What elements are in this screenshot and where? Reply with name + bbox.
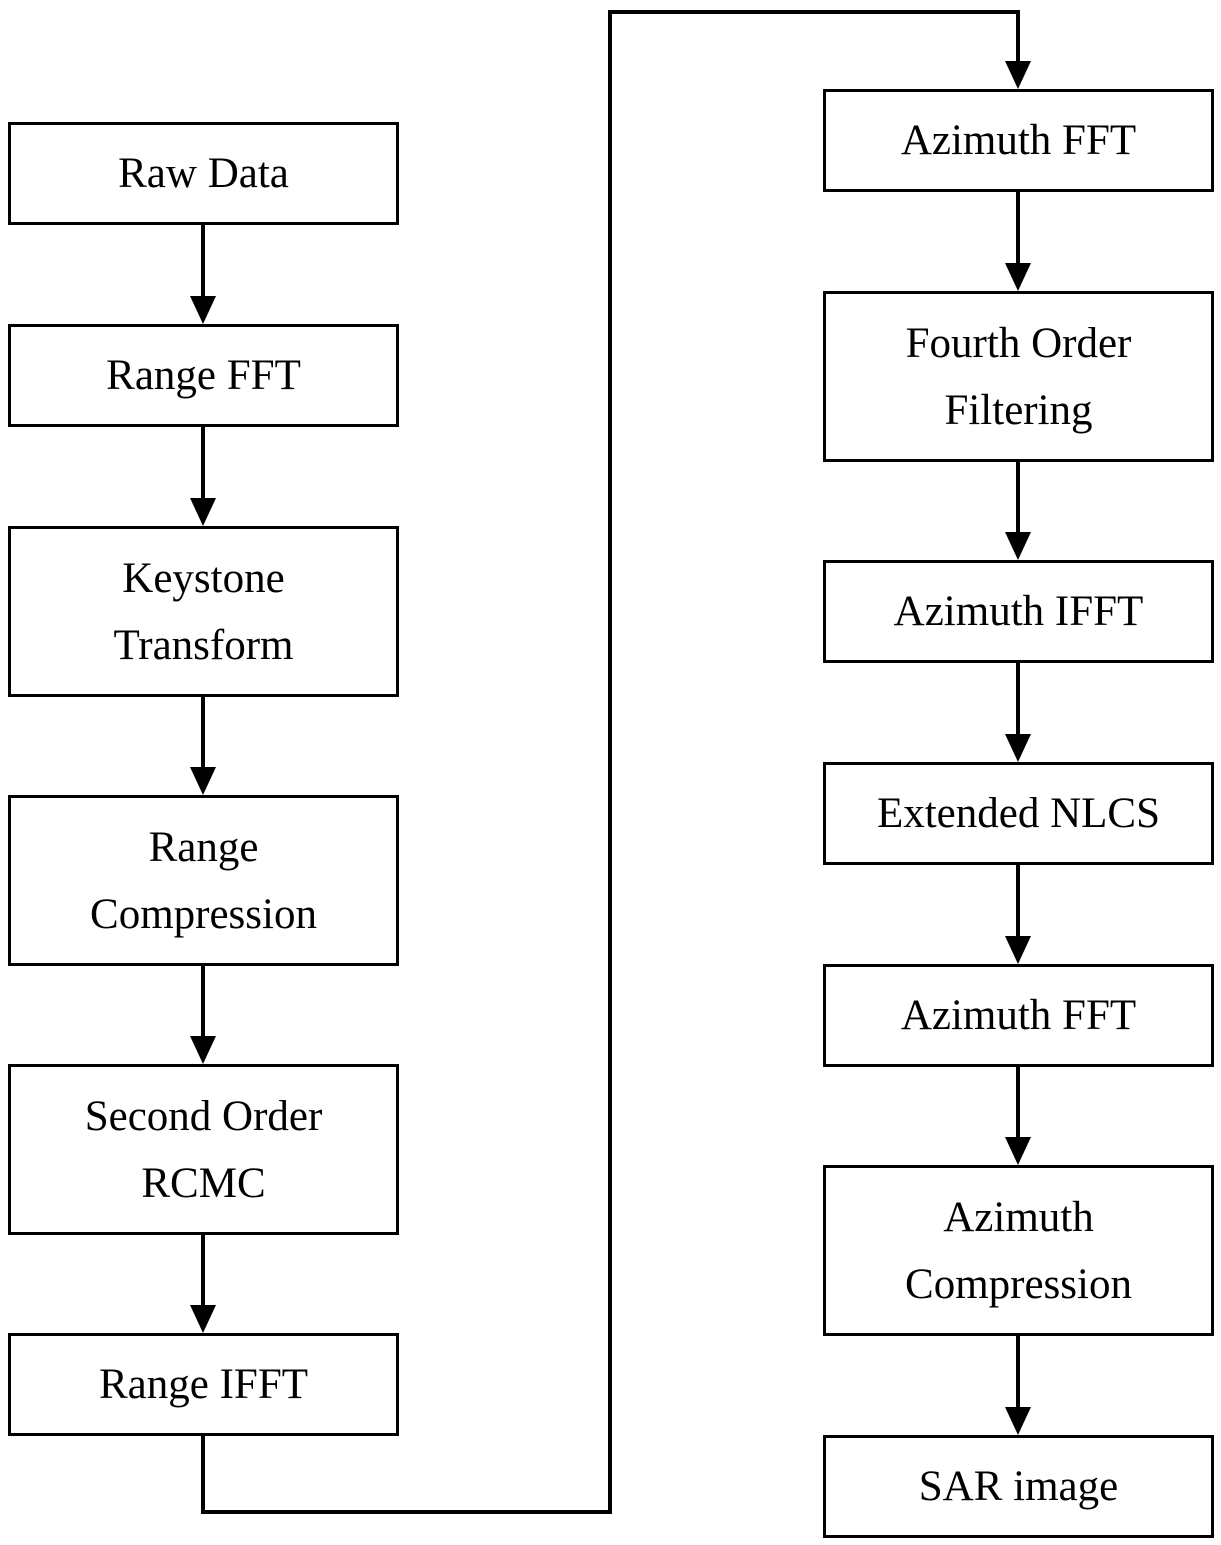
process-box-label-line: Raw Data: [118, 150, 289, 197]
process-box-label-line: Fourth Order: [905, 319, 1132, 367]
process-box-label-line: Azimuth: [943, 1193, 1094, 1241]
process-box-azimuth-ifft: Azimuth IFFT: [823, 560, 1214, 663]
arrow-right-2-arrowhead: [1005, 734, 1031, 762]
process-box-label-line: Range: [148, 823, 259, 871]
process-box-raw-data: Raw Data: [8, 122, 399, 225]
connector-left-to-right: [201, 10, 1020, 1514]
process-box-label: Azimuth IFFT: [894, 578, 1144, 645]
process-box-label-line: Filtering: [944, 386, 1093, 434]
arrow-left-2-arrowhead: [190, 767, 216, 795]
process-box-label: Extended NLCS: [877, 780, 1160, 847]
arrow-right-4-arrowhead: [1005, 1137, 1031, 1165]
process-box-azimuth-fft-2: Azimuth FFT: [823, 964, 1214, 1067]
process-box-azimuth-fft-1: Azimuth FFT: [823, 89, 1214, 192]
process-box-label-line: Transform: [113, 621, 294, 669]
process-box-label-line: Azimuth IFFT: [893, 588, 1144, 635]
arrow-left-1-arrowhead: [190, 498, 216, 526]
process-box-label-line: Compression: [90, 890, 317, 938]
process-box-label-line: SAR image: [918, 1463, 1119, 1510]
process-box-sar-image: SAR image: [823, 1435, 1214, 1538]
process-box-range-fft: Range FFT: [8, 324, 399, 427]
process-box-label: Range FFT: [106, 342, 301, 409]
process-box-range-ifft: Range IFFT: [8, 1333, 399, 1436]
process-box-label-line: Azimuth FFT: [900, 117, 1137, 164]
process-box-label-line: Range IFFT: [98, 1361, 309, 1408]
arrow-right-0-arrowhead: [1005, 263, 1031, 291]
arrow-left-3-arrowhead: [190, 1036, 216, 1064]
process-box-label-line: Second Order: [84, 1092, 323, 1140]
process-box-label-line: Compression: [905, 1260, 1132, 1308]
process-box-label: Azimuth FFT: [901, 982, 1136, 1049]
process-box-label: SAR image: [919, 1453, 1118, 1520]
arrow-left-4-arrowhead: [190, 1305, 216, 1333]
arrow-right-3-arrowhead: [1005, 936, 1031, 964]
arrow-left-0-arrowhead: [190, 296, 216, 324]
process-box-extended-nlcs: Extended NLCS: [823, 762, 1214, 865]
connector-left-to-right-arrowhead: [1005, 61, 1031, 89]
arrow-right-1-arrowhead: [1005, 532, 1031, 560]
process-box-label-line: Range FFT: [106, 352, 301, 399]
process-box-label: Azimuth FFT: [901, 107, 1136, 174]
process-box-label-line: Azimuth FFT: [900, 992, 1137, 1039]
process-box-label-line: RCMC: [141, 1159, 266, 1207]
process-box-label-line: Extended NLCS: [876, 790, 1161, 837]
arrow-right-5-arrowhead: [1005, 1407, 1031, 1435]
process-box-label: Range IFFT: [99, 1351, 308, 1418]
process-box-label-line: Keystone: [122, 554, 285, 602]
process-box-label: Raw Data: [118, 140, 289, 207]
